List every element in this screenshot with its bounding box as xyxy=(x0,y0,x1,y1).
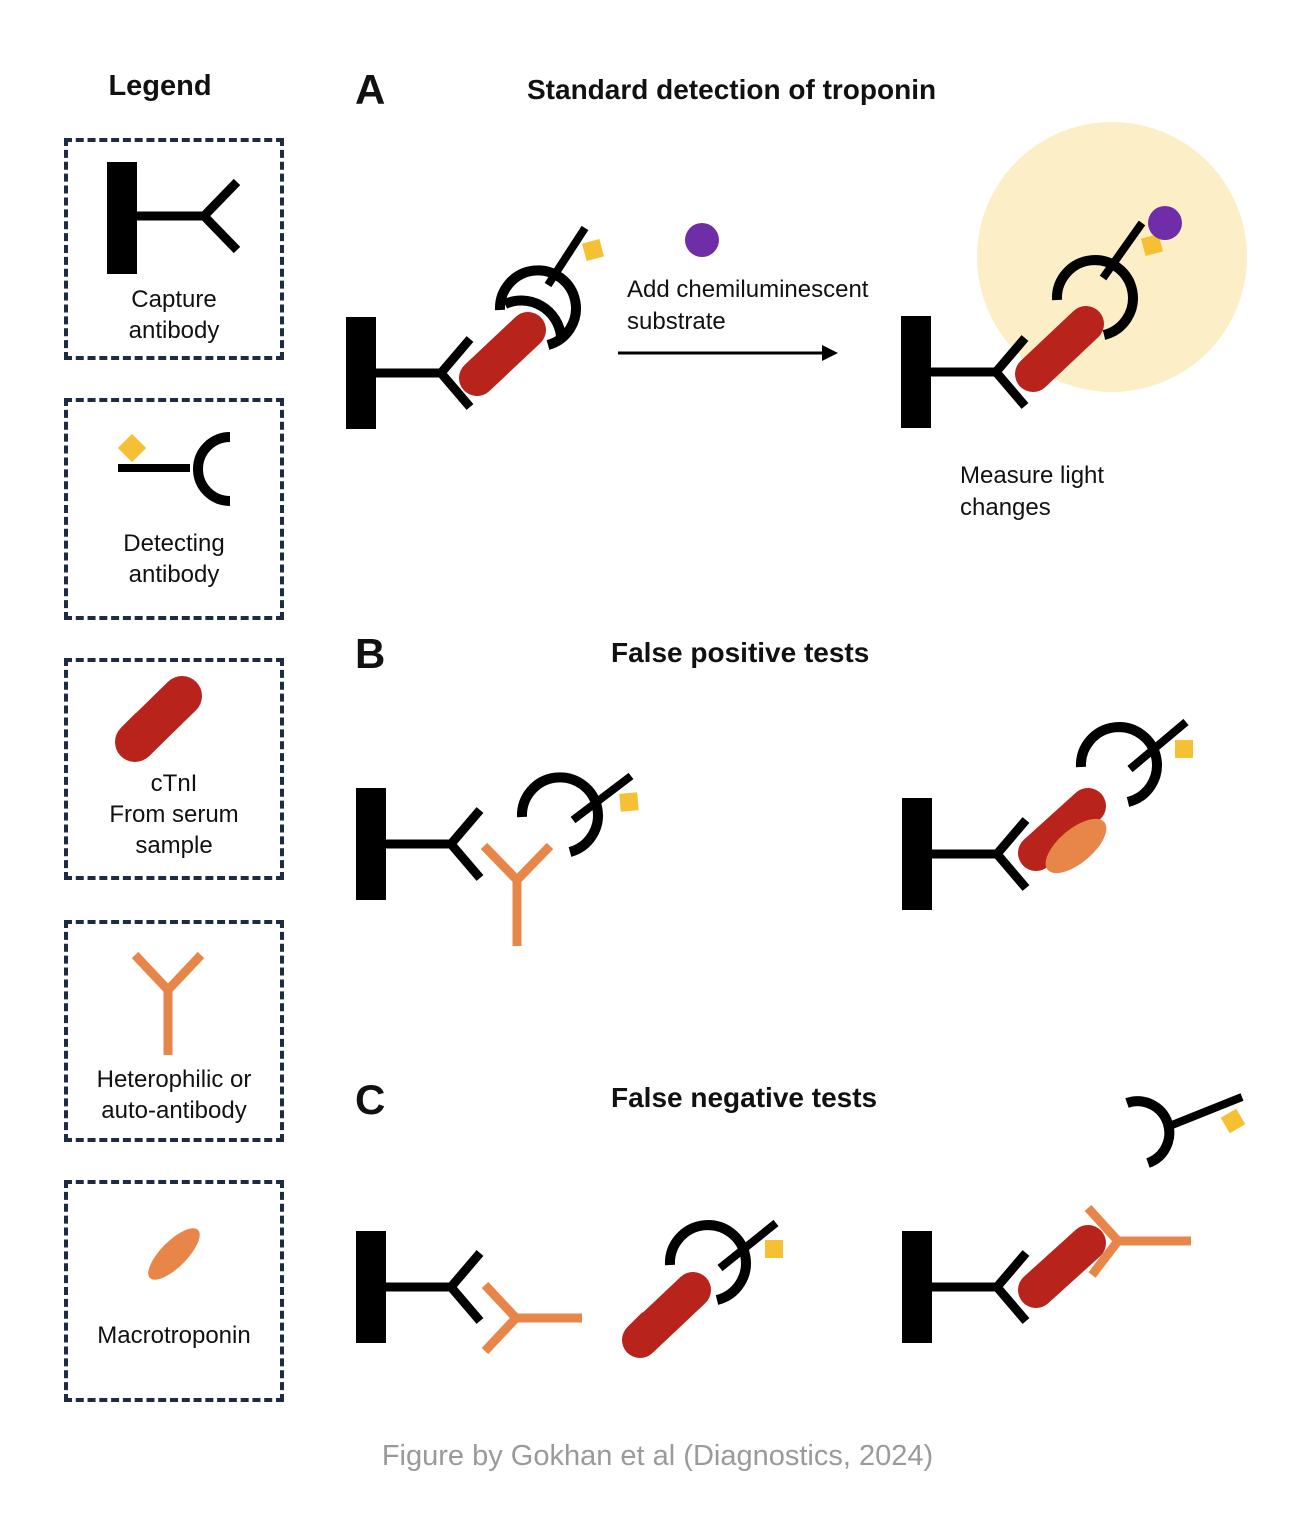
panel-c-blocked-capture xyxy=(356,1231,582,1355)
panel-b-macrotroponin-complex xyxy=(902,718,1193,910)
panel-a-arrow xyxy=(618,345,838,361)
panel-a-after-complex xyxy=(901,206,1182,428)
legend-ctni-icon xyxy=(115,676,202,762)
legend-label-ctni: cTnI From serum sample xyxy=(109,770,239,859)
panel-a-capture-antibody xyxy=(346,317,470,429)
legend-item-macrotroponin: Macrotroponin xyxy=(64,1180,284,1402)
legend-item-heterophilic-antibody: Heterophilic or auto-antibody xyxy=(64,920,284,1142)
legend-label-capture: Capture antibody xyxy=(128,286,220,344)
legend-item-capture-antibody: Capture antibody xyxy=(64,138,284,360)
panel-b-letter: B xyxy=(355,630,386,677)
panel-c-blocked-epitope xyxy=(902,1093,1246,1343)
legend-item-detecting-antibody: Detecting antibody xyxy=(64,398,284,620)
panel-a-letter: A xyxy=(355,66,386,113)
legend-detecting-antibody-icon xyxy=(117,432,231,506)
legend-macrotroponin-icon xyxy=(148,1228,200,1280)
legend-title: Legend xyxy=(108,70,212,102)
panel-c-letter: C xyxy=(355,1076,386,1123)
figure-credit: Figure by Gokhan et al (Diagnostics, 202… xyxy=(381,1440,934,1472)
panel-b-title: False positive tests xyxy=(611,637,870,668)
panel-a-title: Standard detection of troponin xyxy=(527,74,937,105)
legend-label-macrotroponin: Macrotroponin xyxy=(97,1322,251,1349)
panel-c-title: False negative tests xyxy=(611,1082,878,1113)
panel-a-detecting-antibody xyxy=(494,265,581,350)
panel-a-light-glow xyxy=(977,122,1247,392)
panel-a-step-label: Add chemiluminescent substrate xyxy=(627,276,869,335)
panel-a-ctni xyxy=(459,312,546,396)
panel-b-heterophilic-bridge xyxy=(356,772,639,946)
legend-item-ctni: cTnI From serum sample xyxy=(64,658,284,880)
panel-a-tag xyxy=(581,238,605,262)
panel-a-substrate-dot xyxy=(685,223,719,257)
panel-a-result-label: Measure light changes xyxy=(960,462,1105,521)
panel-a-before-complex xyxy=(346,225,605,429)
legend-heterophilic-antibody-icon xyxy=(131,951,205,1055)
panel-a-substrate-bound xyxy=(1148,206,1182,240)
legend-capture-antibody-icon xyxy=(107,162,241,274)
panel-c-free-ctni-detector xyxy=(622,1219,783,1358)
legend-label-detecting: Detecting antibody xyxy=(123,530,225,588)
legend-label-heterophilic: Heterophilic or auto-antibody xyxy=(96,1066,252,1124)
